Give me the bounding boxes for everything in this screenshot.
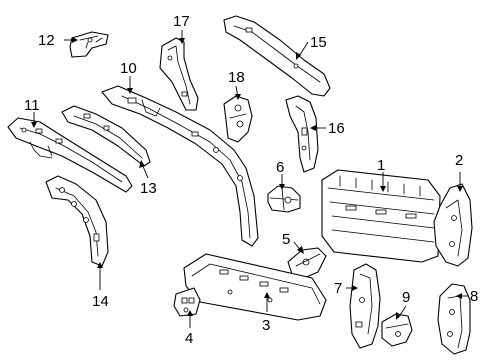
part-4-block — [173, 287, 201, 317]
callout-4: 4 — [185, 330, 193, 347]
part-8-bracket — [437, 283, 471, 355]
callout-5: 5 — [282, 231, 290, 248]
part-15-brace — [223, 15, 331, 97]
callout-11: 11 — [24, 97, 40, 114]
leader-lines — [31, 30, 468, 328]
callout-12: 12 — [38, 32, 55, 49]
callout-16: 16 — [328, 120, 345, 137]
callout-18: 18 — [228, 69, 245, 86]
callout-13: 13 — [140, 180, 157, 197]
part-16-bracket — [285, 95, 319, 173]
part-14-wheelhouse — [45, 175, 109, 267]
callout-1: 1 — [377, 157, 385, 174]
callout-2: 2 — [455, 152, 463, 169]
callout-10: 10 — [120, 60, 137, 77]
part-13-rail — [61, 105, 151, 167]
callout-9: 9 — [402, 289, 410, 306]
part-7-bracket — [349, 263, 381, 349]
callout-17: 17 — [173, 13, 190, 30]
part-18-bracket — [223, 95, 253, 143]
part-10-panel — [101, 85, 259, 247]
callout-15: 15 — [310, 34, 327, 51]
part-2-bracket — [433, 183, 473, 267]
callout-7: 7 — [334, 280, 342, 297]
part-12-bracket — [69, 31, 109, 58]
callout-3: 3 — [262, 317, 270, 334]
callout-labels: 1 2 3 4 5 6 7 8 9 10 11 12 13 14 15 16 1… — [24, 13, 478, 347]
part-11-rail — [7, 117, 133, 193]
part-6-block — [267, 185, 301, 213]
callout-6: 6 — [276, 159, 284, 176]
part-17-bracket — [159, 37, 199, 111]
callout-14: 14 — [92, 293, 109, 310]
part-1-rear-panel — [321, 169, 441, 263]
callout-8: 8 — [470, 288, 478, 305]
